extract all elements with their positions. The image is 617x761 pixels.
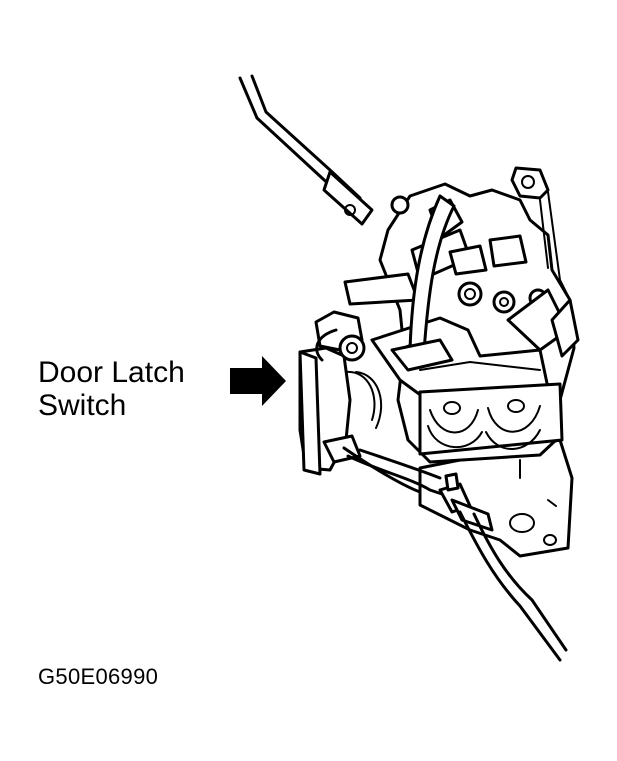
door-latch-switch: [298, 310, 383, 476]
release-lever: [390, 194, 456, 372]
lower-cable: [458, 510, 568, 662]
door-latch-switch-label: Door Latch Switch: [38, 356, 185, 422]
callout-line-2: Switch: [38, 389, 127, 422]
latch-base-plate: [418, 438, 574, 558]
upper-control-rod: [238, 74, 374, 226]
lower-cable-connector: [438, 472, 494, 532]
right-arrow-icon: [230, 356, 286, 406]
figure-code: G50E06990: [38, 664, 159, 689]
callout-line-1: Door Latch: [38, 356, 185, 389]
switch-wiring: [315, 328, 462, 502]
